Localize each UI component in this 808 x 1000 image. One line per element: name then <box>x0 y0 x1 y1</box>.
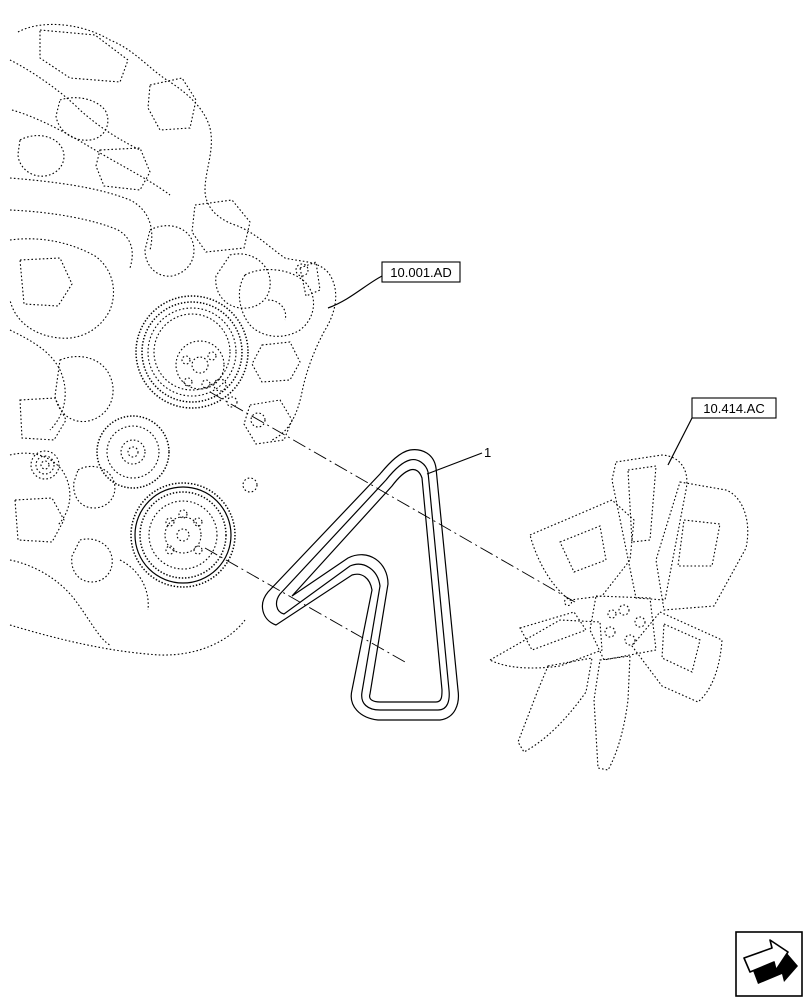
next-page-arrow-icon[interactable] <box>735 931 803 997</box>
item-callout-belt: 1 <box>426 445 491 475</box>
engine-assembly <box>9 23 337 656</box>
engine-reference-label[interactable]: 10.001.AD <box>327 261 461 309</box>
fan-reference-text: 10.414.AC <box>703 401 764 416</box>
fan-reference-label[interactable]: 10.414.AC <box>667 397 777 466</box>
callout-number-belt: 1 <box>484 445 491 460</box>
drive-belt <box>261 449 460 721</box>
center-lines <box>204 391 576 663</box>
engine-reference-text: 10.001.AD <box>390 265 451 280</box>
cooling-fan <box>488 454 749 771</box>
